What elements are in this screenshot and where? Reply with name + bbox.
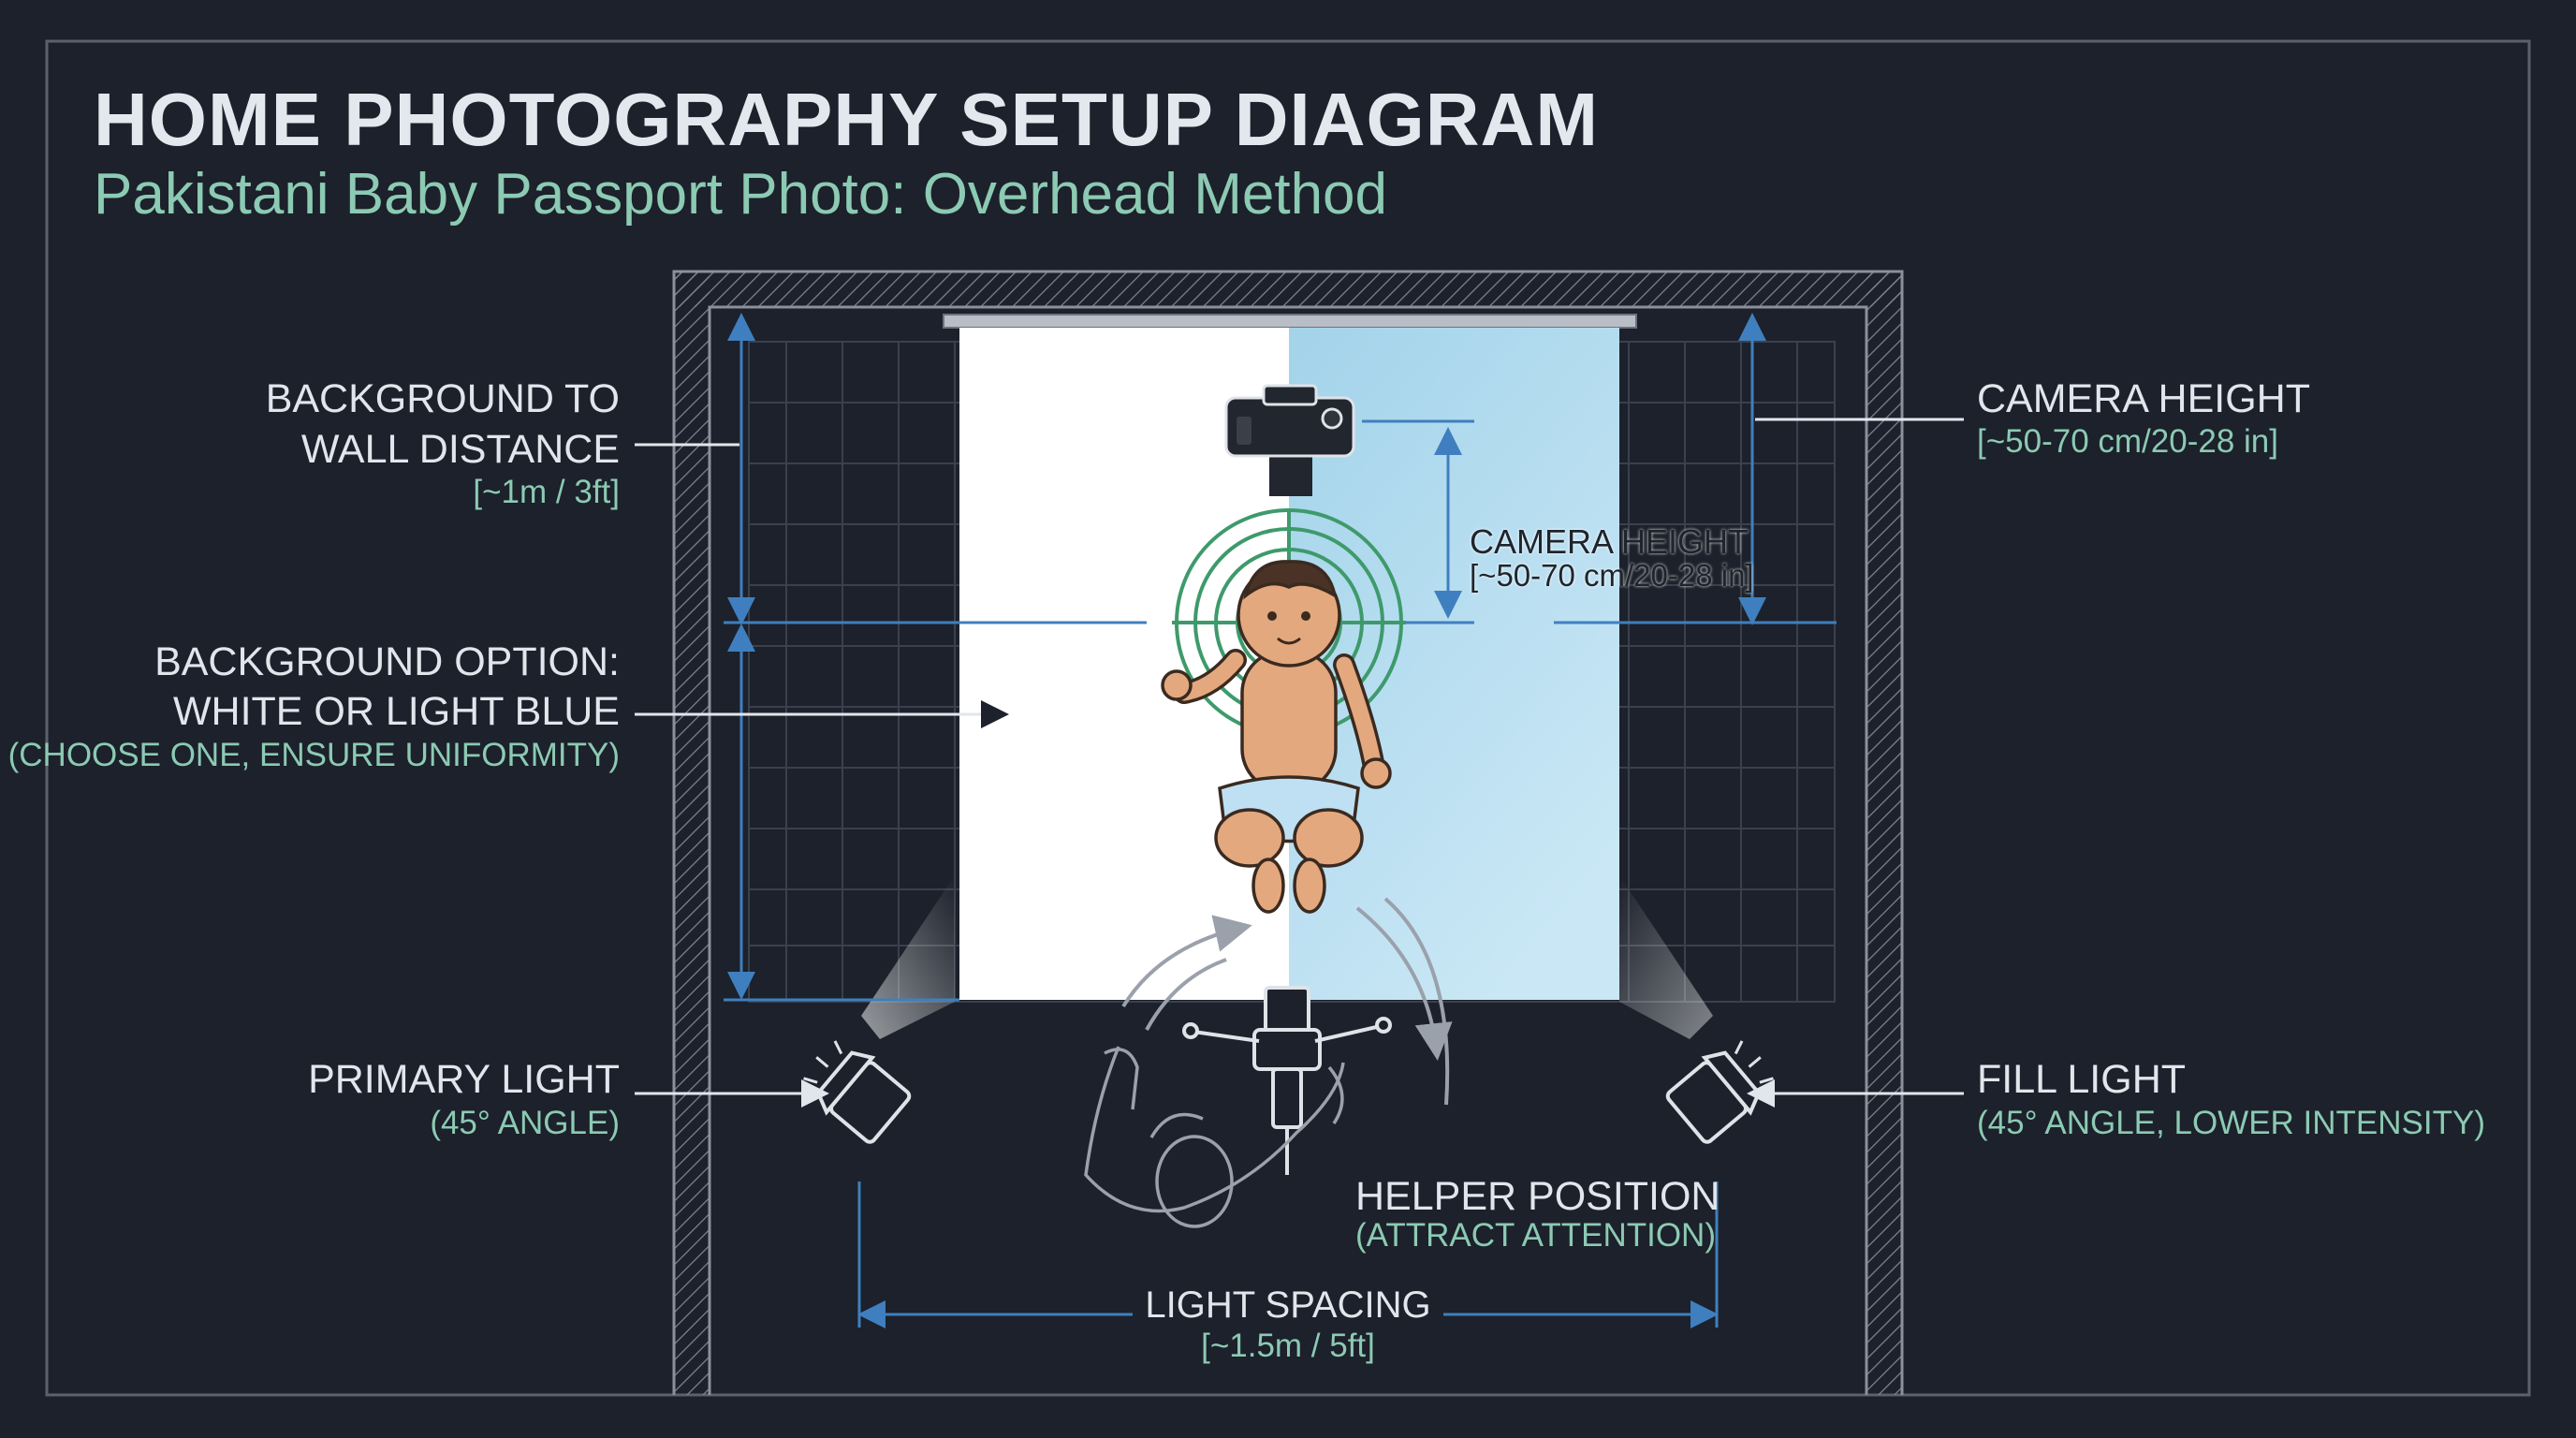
primary-light-detail: (45° ANGLE): [430, 1105, 620, 1141]
camera-height-center-label: CAMERA HEIGHT: [1470, 522, 1749, 561]
fill-light-icon: [1665, 1040, 1774, 1144]
camera-height-detail: [~50-70 cm/20-28 in]: [1977, 423, 2278, 460]
helper-position-detail: (ATTRACT ATTENTION): [1355, 1217, 1716, 1254]
page-subtitle: Pakistani Baby Passport Photo: Overhead …: [94, 162, 1388, 227]
tripod-icon: [1182, 986, 1392, 1175]
light-spacing-detail: [~1.5m / 5ft]: [1201, 1328, 1375, 1364]
fill-light-label: FILL LIGHT: [1977, 1057, 2187, 1102]
helper-figure: [1084, 1046, 1345, 1228]
bg-wall-detail: [~1m / 3ft]: [473, 474, 620, 510]
outer-frame: [45, 39, 2531, 1397]
leader-lines: [635, 418, 1964, 1108]
motion-arcs: [1121, 897, 1453, 1106]
fill-light-beam: [1619, 875, 1713, 1039]
camera-height-label: CAMERA HEIGHT: [1977, 376, 2310, 421]
bg-wall-label-line2: WALL DISTANCE: [300, 427, 620, 472]
primary-light-icon: [803, 1040, 912, 1144]
baby-figure: [1161, 560, 1392, 914]
bg-wall-label-line1: BACKGROUND TO: [265, 376, 620, 421]
backdrop-roller: [943, 314, 1637, 329]
primary-light-label: PRIMARY LIGHT: [308, 1057, 620, 1102]
bg-option-label-line1: BACKGROUND OPTION:: [154, 639, 620, 684]
bg-option-detail: (CHOOSE ONE, ENSURE UNIFORMITY): [7, 737, 620, 773]
camera-icon: [1224, 384, 1355, 496]
fill-light-detail: (45° ANGLE, LOWER INTENSITY): [1977, 1105, 2485, 1141]
helper-position-label: HELPER POSITION: [1355, 1174, 1720, 1219]
primary-light-beam: [861, 875, 955, 1039]
light-spacing-label: LIGHT SPACING: [1145, 1284, 1431, 1326]
bg-option-label-line2: WHITE OR LIGHT BLUE: [172, 689, 620, 734]
page-title: HOME PHOTOGRAPHY SETUP DIAGRAM: [94, 78, 1599, 161]
camera-height-center-detail: [~50-70 cm/20-28 in]: [1470, 558, 1754, 593]
room-walls: [672, 270, 1904, 1395]
